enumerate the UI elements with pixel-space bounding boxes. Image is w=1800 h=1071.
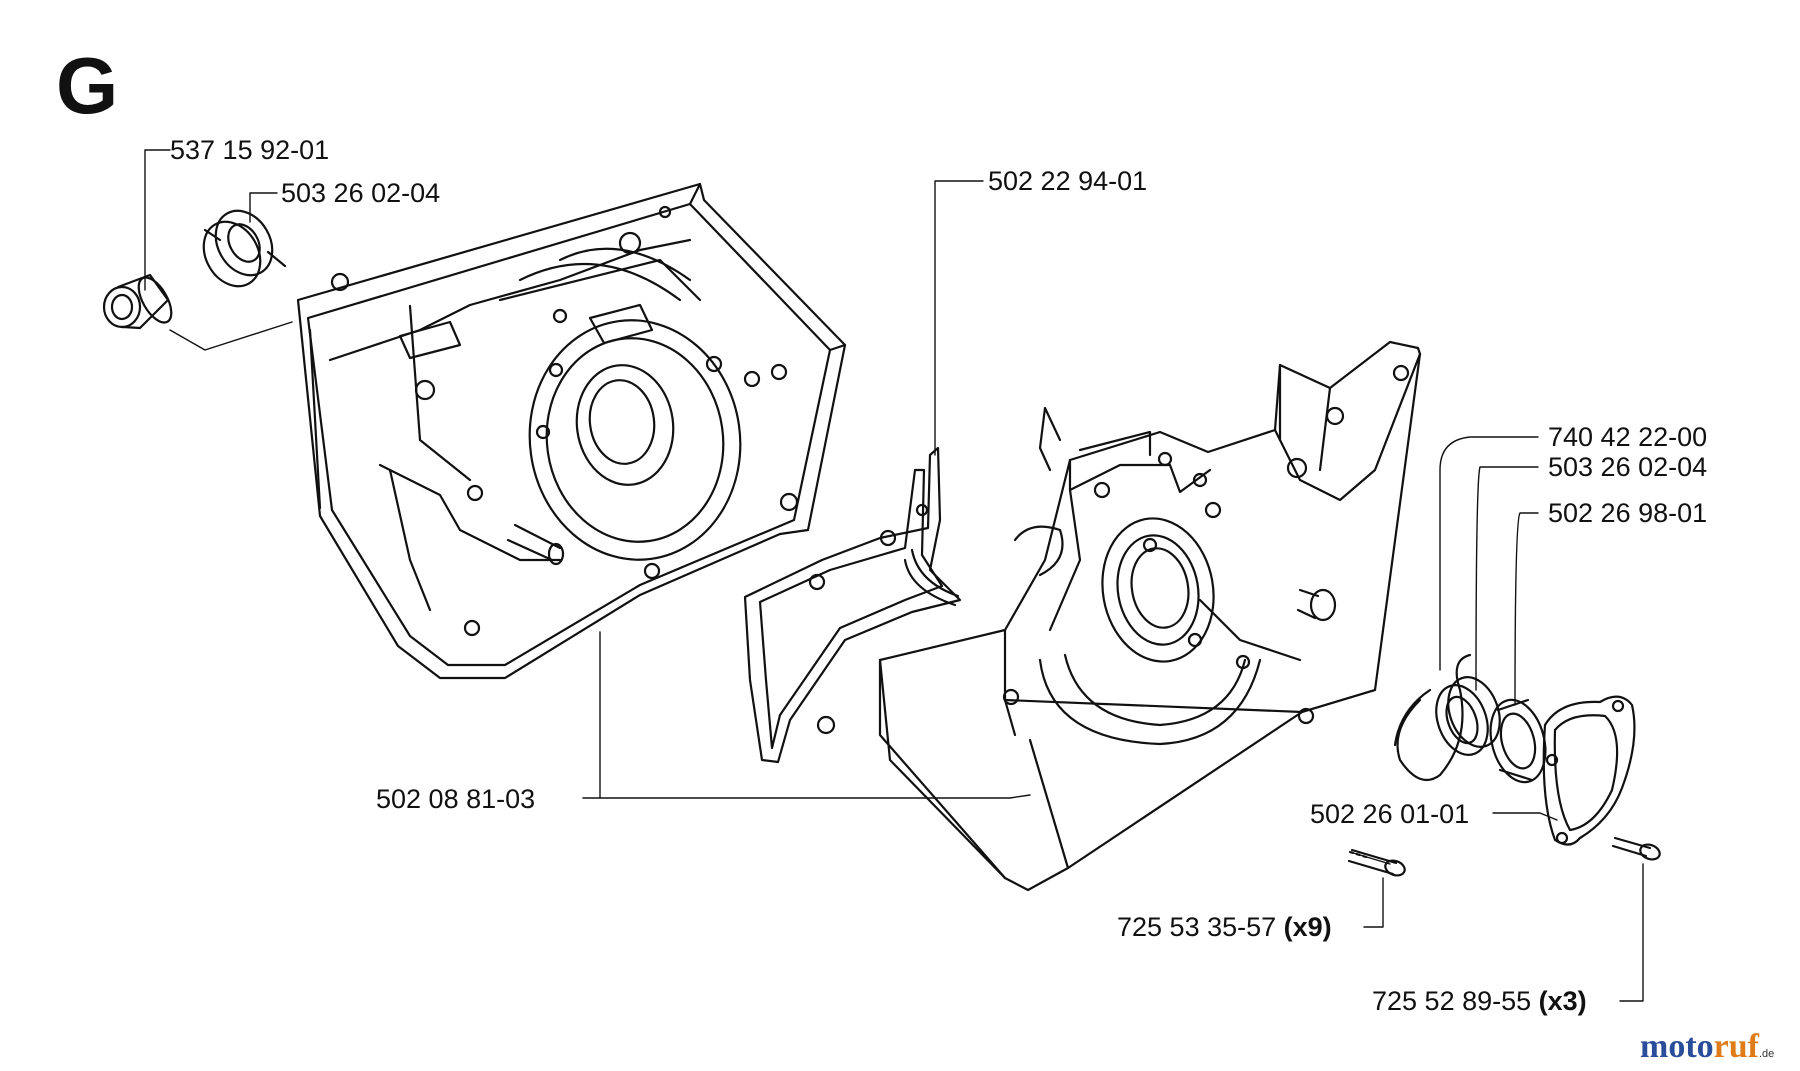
bushing-drawing: [102, 273, 173, 330]
seal-right-drawing: [1435, 676, 1501, 756]
part-label-503-26-02-04-left: 503 26 02-04: [281, 180, 440, 207]
part-label-725-53-35-57: 725 53 35-57 (x9): [1117, 914, 1332, 941]
part-number: 725 52 89-55: [1372, 986, 1532, 1016]
leader-lines: [144, 149, 1644, 1002]
part-number: 502 26 98-01: [1548, 498, 1708, 528]
seal-left-drawing: [202, 209, 287, 288]
left-crankcase-drawing: [296, 182, 847, 680]
watermark-suffix: .de: [1758, 1048, 1775, 1060]
part-label-502-08-81-03: 502 08 81-03: [376, 786, 535, 813]
screw-x3-drawing: [1611, 836, 1661, 861]
section-letter: G: [56, 41, 119, 130]
part-label-502-22-94-01: 502 22 94-01: [988, 168, 1147, 195]
part-label-740-42-22-00: 740 42 22-00: [1548, 424, 1707, 451]
part-number: 502 22 94-01: [988, 166, 1148, 196]
part-quantity: (x3): [1538, 986, 1587, 1016]
part-quantity: (x9): [1283, 912, 1332, 942]
part-number: 725 53 35-57: [1117, 912, 1277, 942]
screw-x9-drawing: [1347, 848, 1406, 877]
part-number: 537 15 92-01: [170, 135, 330, 165]
part-number: 740 42 22-00: [1548, 422, 1708, 452]
watermark-orange-part: ruf: [1713, 1028, 1759, 1065]
part-number: 502 26 01-01: [1310, 799, 1470, 829]
bearing-drawing: [1489, 698, 1547, 784]
watermark-blue-part: moto: [1640, 1028, 1714, 1065]
part-number: 503 26 02-04: [1548, 452, 1708, 482]
motoruf-watermark: motoruf.de: [1640, 1030, 1774, 1064]
part-label-725-52-89-55: 725 52 89-55 (x3): [1372, 988, 1587, 1015]
gasket-drawing: [743, 446, 962, 764]
part-label-502-26-01-01: 502 26 01-01: [1310, 801, 1469, 828]
circlip-drawing: [1393, 653, 1472, 782]
part-number: 502 08 81-03: [376, 784, 536, 814]
part-label-537-15-92-01: 537 15 92-01: [170, 137, 329, 164]
part-number: 503 26 02-04: [281, 178, 441, 208]
part-label-503-26-02-04-right: 503 26 02-04: [1548, 454, 1707, 481]
cover-plate-drawing: [1542, 695, 1636, 846]
part-label-502-26-98-01: 502 26 98-01: [1548, 500, 1707, 527]
right-crankcase-drawing: [878, 340, 1422, 892]
